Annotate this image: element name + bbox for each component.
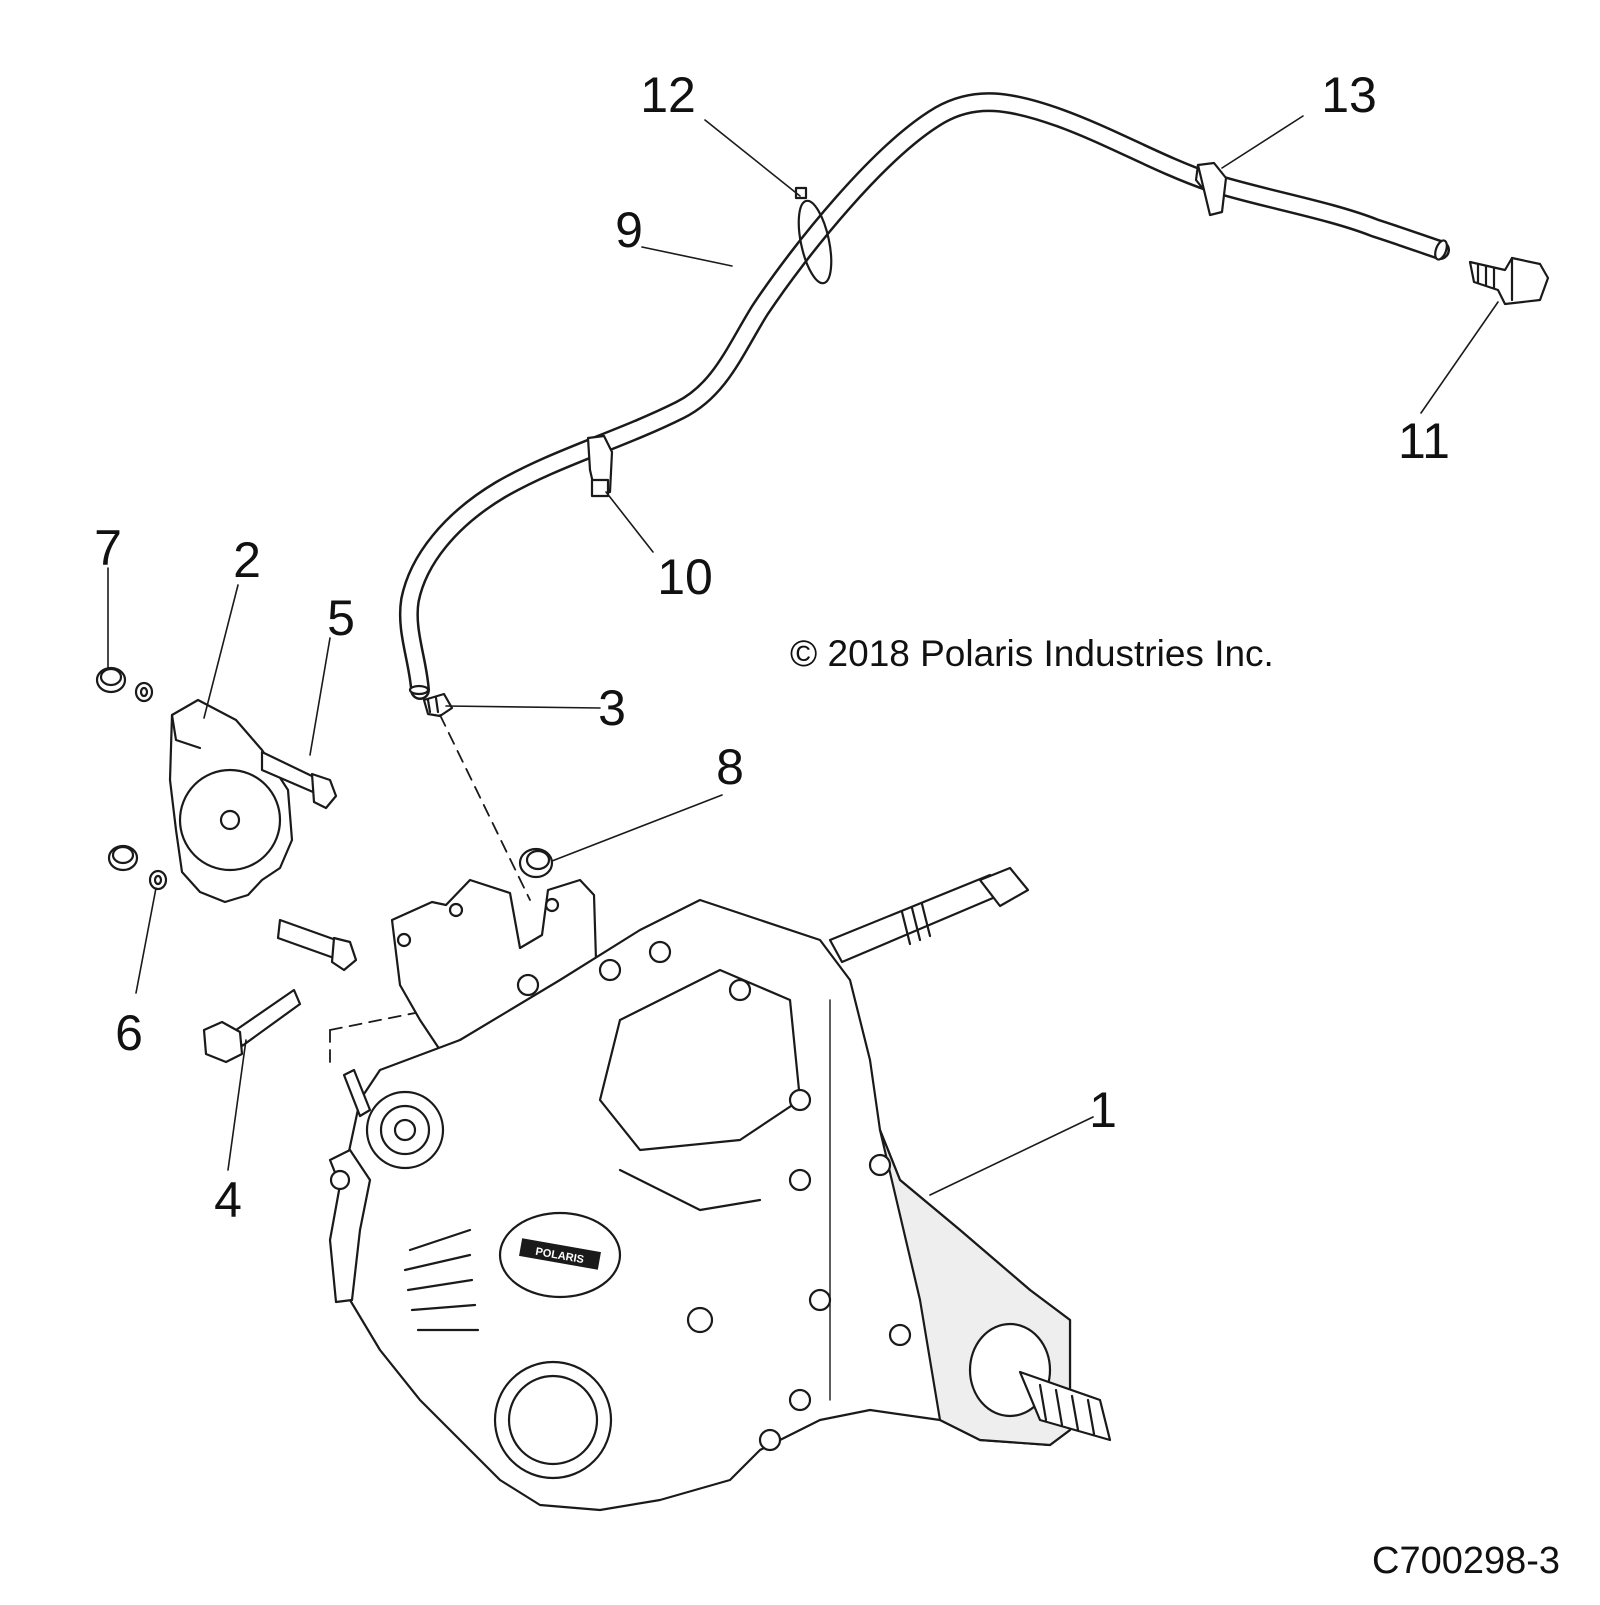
hose-clamp [422,692,454,718]
flange-nut-lower [107,844,139,872]
tube-clip-upper [1194,161,1228,217]
callout-11: 11 [1398,413,1450,469]
callout-13: 13 [1321,67,1377,123]
bolt-lower [202,988,302,1064]
copyright-notice: © 2018 Polaris Industries Inc. [790,633,1274,674]
callout-5: 5 [327,590,355,646]
callout-7: 7 [94,520,122,576]
flange-nut-8 [518,847,554,879]
callout-2: 2 [233,532,261,588]
callout-3: 3 [598,680,626,736]
callout-4: 4 [214,1172,242,1228]
bolt-upper [260,750,338,810]
bolt-middle [276,918,358,972]
callout-1: 1 [1089,1082,1117,1138]
callout-8: 8 [716,739,744,795]
washer-upper [134,681,154,703]
callout-10: 10 [657,549,713,605]
callout-9: 9 [615,202,643,258]
leader-lines [107,115,1499,1196]
callout-6: 6 [115,1005,143,1061]
vent-fitting [1468,256,1550,306]
callout-12: 12 [640,67,696,123]
washer-lower [148,869,168,891]
transmission-housing: POLARIS [328,866,1112,1512]
drawing-number: C700298-3 [1372,1540,1561,1582]
tube-clip-lower [586,434,614,498]
vent-tube [398,92,1450,700]
mounting-bracket [168,698,294,904]
housing-logo-badge: POLARIS [498,1211,622,1299]
flange-nut-upper [95,666,127,694]
